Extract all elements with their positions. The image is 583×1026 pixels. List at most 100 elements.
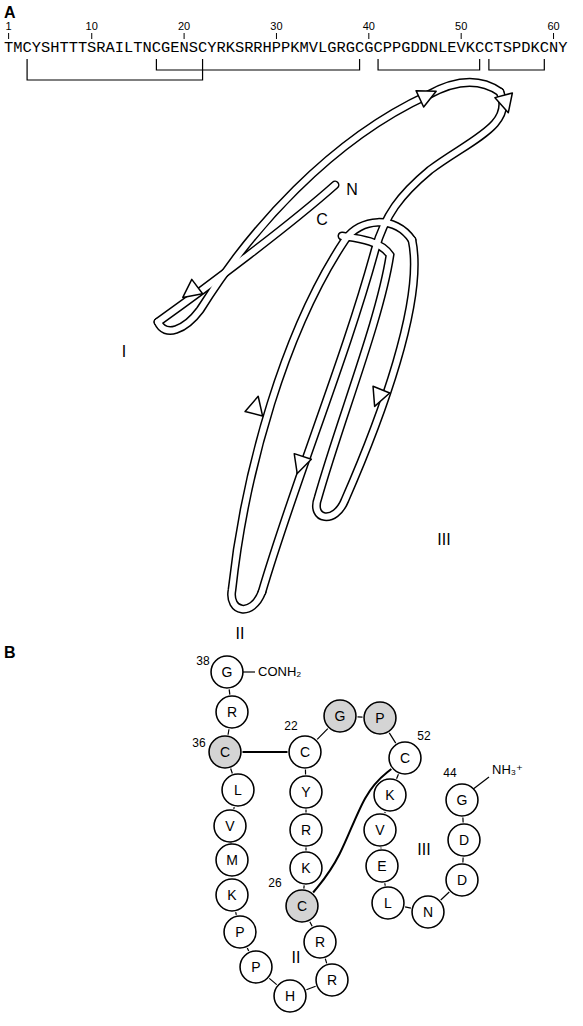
- residue-circle: H: [273, 979, 307, 1013]
- sequence-tick: [461, 33, 462, 39]
- residue-letter: G: [210, 655, 244, 689]
- backbone-bond: [380, 847, 381, 848]
- backbone-bond: [305, 810, 306, 813]
- residue-circle: D: [447, 823, 481, 857]
- residue-number: 44: [443, 767, 456, 780]
- residue-letter: N: [411, 895, 445, 929]
- sequence-number: 10: [86, 20, 98, 32]
- panel-letter: A: [4, 4, 16, 22]
- residue-number: 52: [417, 730, 430, 743]
- residue-circle: V: [363, 813, 397, 847]
- backbone-bond: [405, 907, 411, 908]
- residue-letter: C: [208, 735, 242, 769]
- residue-circle: P: [239, 950, 273, 984]
- backbone-bond: [229, 689, 231, 694]
- residue-circle: R: [289, 813, 323, 847]
- disulfide-bracket: [156, 59, 359, 70]
- sequence-tick: [276, 33, 277, 39]
- residue-letter: P: [363, 701, 397, 735]
- residue-circle: L: [371, 886, 405, 920]
- residue-letter: V: [363, 813, 397, 847]
- residue-number: 38: [196, 655, 209, 668]
- residue-letter: C: [285, 889, 319, 923]
- backbone-bond: [233, 807, 235, 809]
- sequence-tick: [8, 33, 9, 39]
- residue-circle: K: [289, 851, 323, 885]
- sequence-tick: [184, 33, 185, 39]
- residue-number: 36: [192, 737, 205, 750]
- loop-label: I: [122, 343, 126, 361]
- ribbon-fill: [158, 83, 503, 610]
- disulfide-bracket: [378, 59, 480, 70]
- residue-letter: K: [289, 851, 323, 885]
- residue-letter: K: [215, 878, 249, 912]
- backbone-bond: [306, 986, 315, 990]
- terminus-label: C: [316, 211, 328, 229]
- residue-circle: M: [215, 843, 249, 877]
- sequence-number: 40: [363, 20, 375, 32]
- residue-letter: K: [373, 778, 407, 812]
- backbone-bond: [310, 922, 312, 927]
- loop-label: III: [417, 841, 430, 859]
- residue-letter: C: [388, 741, 422, 775]
- backbone-bond: [235, 912, 237, 915]
- sequence-number: 20: [178, 20, 190, 32]
- residue-letter: D: [447, 823, 481, 857]
- panel-letter: B: [4, 644, 16, 662]
- residue-number: 22: [284, 720, 297, 733]
- ribbon-outline: [158, 83, 503, 610]
- backbone-bond: [384, 812, 386, 813]
- residue-circle: R: [315, 963, 349, 997]
- residue-letter: E: [365, 849, 399, 883]
- terminus-leaders: [241, 672, 489, 790]
- backbone-bond: [269, 978, 276, 984]
- backbone-bond: [227, 729, 229, 735]
- sequence-number: 30: [270, 20, 282, 32]
- disulfide-bracket: [489, 59, 544, 70]
- terminus-label: NH₃⁺: [492, 763, 523, 777]
- residue-letter: R: [215, 695, 249, 729]
- sequence-number: 50: [455, 20, 467, 32]
- residue-circle: C: [388, 741, 422, 775]
- backbone-bond: [305, 848, 306, 851]
- residue-circle: G: [323, 699, 357, 733]
- residue-circle: C: [285, 889, 319, 923]
- residue-letter: L: [221, 773, 255, 807]
- residue-circle: C: [288, 735, 322, 769]
- residue-circle: V: [213, 809, 247, 843]
- residue-circle: E: [365, 849, 399, 883]
- residue-circle: L: [221, 773, 255, 807]
- residue-letter: Y: [289, 775, 323, 809]
- residue-letter: L: [371, 886, 405, 920]
- sequence-tick: [91, 33, 92, 39]
- sequence-tick: [368, 33, 369, 39]
- loop-label: III: [437, 531, 450, 549]
- residue-letter: C: [288, 735, 322, 769]
- backbone-bond: [305, 769, 306, 774]
- loop-label: II: [236, 625, 245, 643]
- residue-letter: V: [213, 809, 247, 843]
- residue-letter: G: [323, 699, 357, 733]
- backbone-bond: [303, 885, 305, 888]
- residue-letter: H: [273, 979, 307, 1013]
- residue-circle: P: [363, 701, 397, 735]
- backbone-bond: [325, 959, 326, 964]
- residue-letter: R: [315, 963, 349, 997]
- residue-circle: K: [215, 878, 249, 912]
- residue-letter: M: [215, 843, 249, 877]
- residue-letter: G: [445, 783, 479, 817]
- backbone-bond: [462, 857, 463, 862]
- disulfide-bond: [243, 751, 288, 753]
- residue-circle: D: [445, 863, 479, 897]
- sequence-number: 60: [547, 20, 559, 32]
- backbone-bond: [357, 716, 362, 717]
- backbone-bond: [462, 817, 463, 822]
- strand-arrowheads: [177, 83, 517, 476]
- residue-circle: G: [445, 783, 479, 817]
- sequence: TMCYSHTTTSRAILTNCGENSCYRKSRRHPPKMVLGRGCG…: [4, 40, 567, 57]
- backbone-bond: [441, 892, 450, 900]
- backbone-bond: [247, 948, 248, 951]
- residue-circle: P: [223, 915, 257, 949]
- loop-label: II: [292, 949, 301, 967]
- residue-circle: R: [303, 925, 337, 959]
